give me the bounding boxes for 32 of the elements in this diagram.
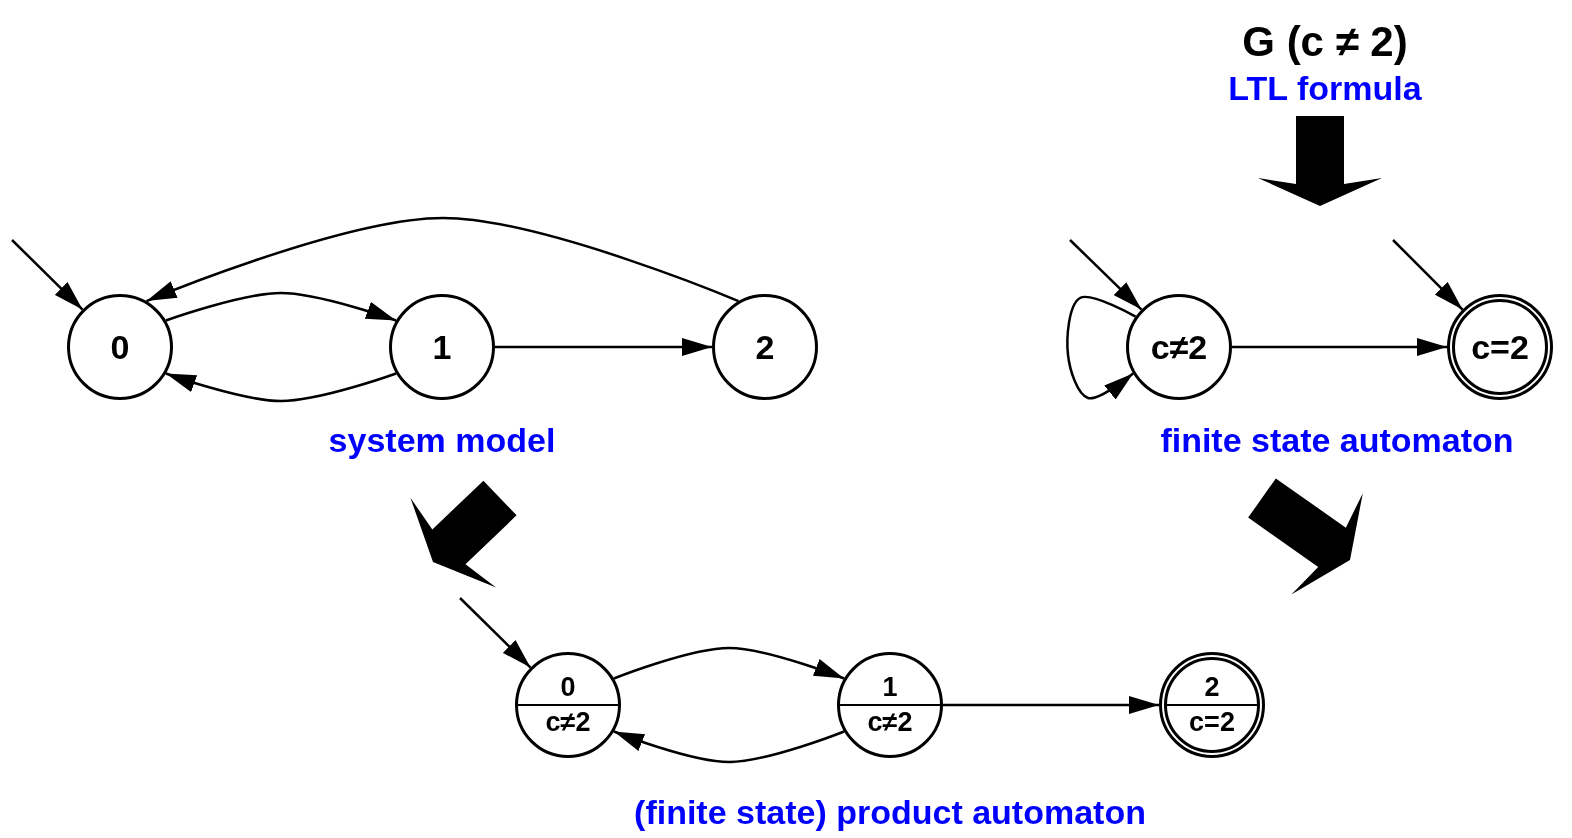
- state-label: 1: [432, 330, 452, 364]
- block-arrow: [410, 480, 517, 588]
- formula-text: G (c ≠ 2): [1242, 17, 1408, 67]
- block-arrow: [1258, 116, 1382, 206]
- state-label: 2: [1204, 674, 1220, 701]
- caption-text: (finite state) product automaton: [634, 792, 1146, 832]
- transition-arrow: [165, 291, 397, 322]
- state-label: 2: [755, 330, 775, 364]
- state-label: 0: [110, 330, 130, 364]
- start-arrow: [1392, 239, 1464, 311]
- state-label: 0: [560, 674, 576, 701]
- caption-text: finite state automaton: [1160, 420, 1514, 460]
- start-arrow: [11, 239, 84, 311]
- state-label: c≠2: [545, 709, 591, 736]
- state-label: c≠2: [867, 709, 913, 736]
- transition-arrow: [1232, 338, 1447, 356]
- self-loop-arrow: [1066, 295, 1137, 400]
- transition-arrow: [943, 696, 1159, 714]
- transition-arrow: [613, 646, 845, 680]
- state-label: c=2: [1471, 330, 1529, 364]
- transition-arrow: [495, 338, 712, 356]
- caption-text: LTL formula: [1228, 68, 1422, 108]
- state-label: 1: [882, 674, 898, 701]
- start-arrow: [459, 597, 532, 669]
- transition-arrow: [613, 730, 845, 764]
- state-label: c≠2: [1150, 330, 1208, 364]
- state-label: c=2: [1189, 709, 1235, 736]
- transition-arrow: [165, 372, 397, 403]
- start-arrow: [1069, 239, 1143, 311]
- caption-text: system model: [328, 420, 556, 460]
- block-arrow: [1248, 478, 1363, 595]
- transition-arrow: [146, 216, 739, 303]
